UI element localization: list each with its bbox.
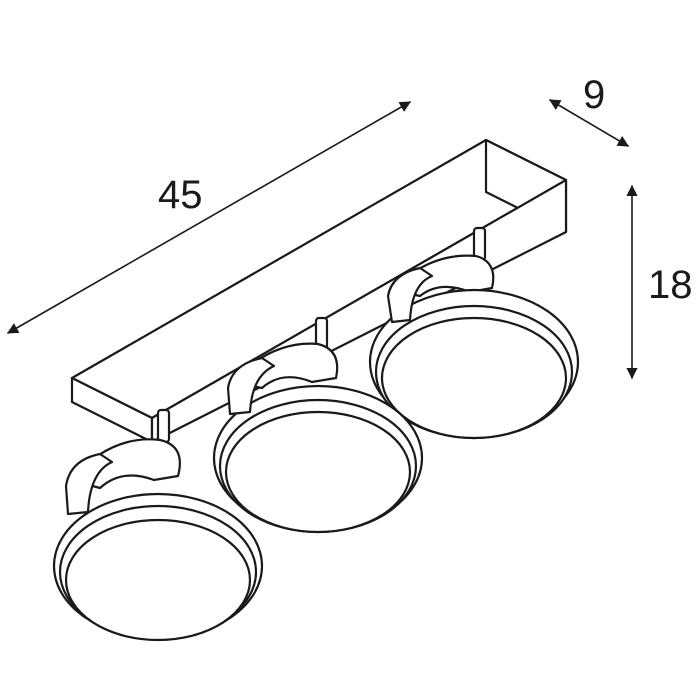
spotlight-left-stem [156,408,171,444]
spotlight-middle [212,316,424,534]
spotlight-right-lens [380,316,568,440]
spotlight-right [368,226,580,440]
spotlight-left [52,408,264,642]
length-label: 45 [158,173,203,217]
spotlight-left-bracket [64,452,114,516]
length-dimension-line [7,101,411,334]
spotlight-left-lens [64,518,252,642]
height-label: 18 [648,263,693,307]
spotlight-middle-lens [224,410,412,534]
spotlight-right-bracket [386,266,434,324]
length-dimension: 45 [7,101,411,334]
spotlight-middle-bracket [226,356,276,416]
height-dimension: 18 [626,184,693,380]
depth-label: 9 [583,73,605,117]
depth-dimension: 9 [549,73,629,147]
depth-dimension-line [549,99,629,147]
